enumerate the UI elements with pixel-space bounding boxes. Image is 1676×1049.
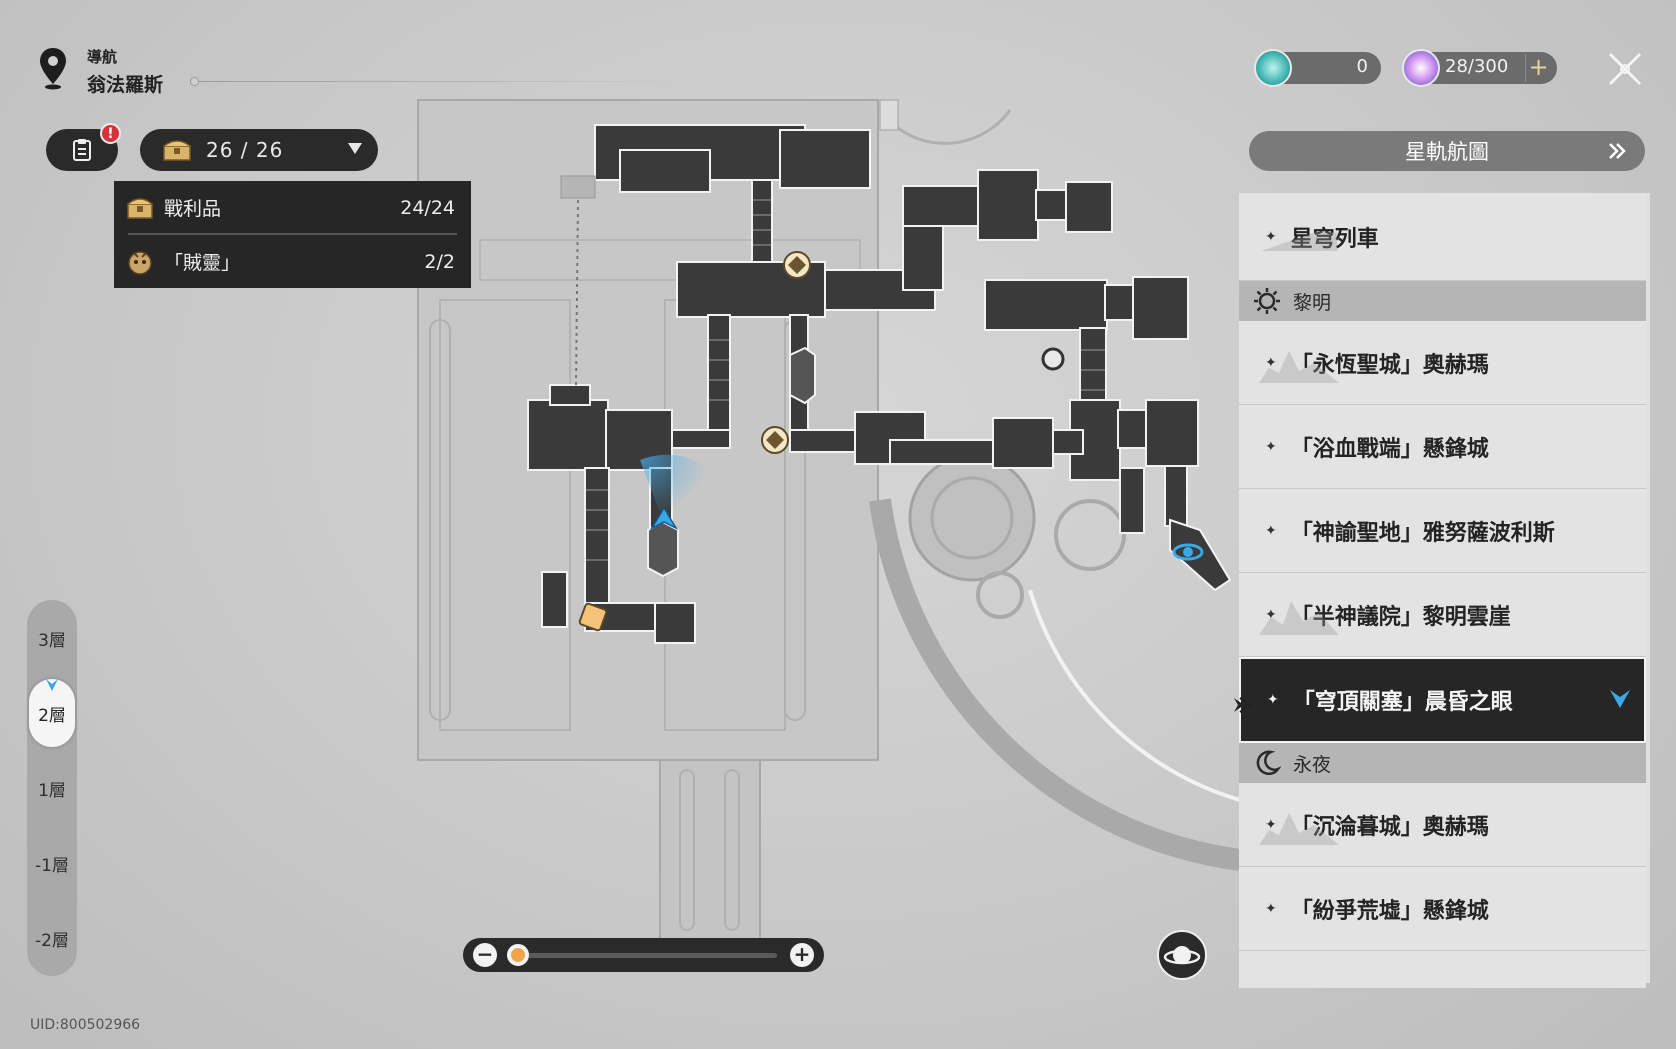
floor-option[interactable]: -1層 [35,856,69,876]
location-pin-icon [40,48,66,90]
teleport-portal-icon[interactable] [1172,543,1204,561]
selection-pointer-icon [1234,697,1252,713]
panel-scrollbar[interactable] [1646,193,1650,983]
zoom-slider[interactable]: − + [463,938,824,972]
close-icon[interactable] [1606,50,1644,88]
treasure-count: 26 / 26 [206,138,284,162]
dropdown-divider [128,233,457,235]
world-switch-button[interactable] [1157,930,1207,980]
location-item-label: 「紛爭荒墟」懸鋒城 [1290,898,1489,924]
sparkle-icon: ✦ [1265,606,1277,623]
user-id: UID:800502966 [30,1017,141,1033]
planet-icon [1163,946,1201,965]
map-vision-cone [640,454,710,520]
location-item-label: 「穹頂關塞」晨昏之眼 [1292,690,1513,715]
group-header-dawn: 黎明 [1239,281,1646,321]
zoom-handle[interactable] [507,944,529,966]
group-header-label: 黎明 [1293,291,1332,314]
player-arrow-icon [650,506,678,530]
cyan-orb-icon [1254,49,1292,87]
location-item-label: 「神諭聖地」雅努薩波利斯 [1290,520,1555,546]
sparkle-icon: ✦ [1265,438,1277,455]
floor-option[interactable]: 1層 [38,781,66,801]
map-path-line [575,199,579,386]
location-item-strife-ruins[interactable]: ✦ 「紛爭荒墟」懸鋒城 [1239,867,1646,951]
navigation-divider-dot [190,77,199,86]
location-item-label: 星穹列車 [1291,221,1379,253]
train-thumbnail-icon [1261,231,1337,251]
thief-spirit-icon [128,250,152,275]
location-item-partial [1239,951,1646,988]
double-chevron-right-icon [1609,143,1626,159]
add-currency-button[interactable]: + [1525,54,1551,82]
location-item-label: 「半神議院」黎明雲崖 [1290,604,1511,630]
zoom-track[interactable] [507,953,777,958]
location-item-label: 「浴血戰端」懸鋒城 [1290,436,1489,462]
location-item-eye-of-twilight[interactable]: ✦ 「穹頂關塞」晨昏之眼 [1239,657,1646,743]
map-rooms [527,124,1232,644]
moon-icon [1256,750,1281,776]
active-floor-label: 2層 [38,706,66,726]
treasure-chest-icon [127,197,153,219]
zoom-out-button[interactable]: − [473,943,497,967]
navigation-divider [190,81,695,82]
sparkle-icon: ✦ [1265,228,1277,245]
location-item-janusopolis[interactable]: ✦ 「神諭聖地」雅努薩波利斯 [1239,489,1646,573]
location-item-dawn-cloud-cliff[interactable]: ✦ 「半神議院」黎明雲崖 [1239,573,1646,657]
dropdown-row-loot[interactable]: 戰利品 24/24 [114,181,471,234]
floor-option[interactable]: 3層 [38,631,66,651]
sparkle-icon: ✦ [1265,354,1277,371]
floor-option[interactable]: -2層 [35,931,69,951]
zoom-in-button[interactable]: + [790,943,814,967]
treasure-counter-dropdown[interactable]: 26 / 26 [140,129,378,171]
treasure-chest-icon [163,140,191,161]
notification-badge: ! [100,123,121,144]
puzzle-marker-icon[interactable] [578,602,608,632]
space-anchor-marker-icon[interactable] [761,426,789,454]
star-rail-map-label: 星軌航圖 [1405,140,1489,164]
dropdown-row-thief-spirit[interactable]: 「賊靈」 2/2 [114,235,471,288]
sparkle-icon: ✦ [1267,692,1279,708]
location-item-label: 「永恆聖城」奧赫瑪 [1290,352,1489,378]
dropdown-row-label: 「賊靈」 [164,252,241,274]
location-item-castrum-kremnos[interactable]: ✦ 「浴血戰端」懸鋒城 [1239,405,1646,489]
map-background-structure [417,99,1242,941]
location-list-panel[interactable]: ✦ 星穹列車 黎明 ✦ 「永恆聖城」奧赫瑪 ✦ 「浴血戰端」懸鋒城 ✦ 「神諭聖… [1239,193,1646,988]
waypoint-ring-icon[interactable] [1041,347,1065,371]
treasure-dropdown-panel: 戰利品 24/24 「賊靈」 2/2 [114,181,471,288]
sparkle-icon: ✦ [1265,522,1277,539]
dropdown-row-label: 戰利品 [164,198,222,220]
current-location: 翁法羅斯 [87,74,164,96]
sparkle-icon: ✦ [1265,900,1277,917]
city-thumbnail-icon [1259,813,1339,845]
map-octagon-room [789,346,816,405]
space-anchor-marker-icon[interactable] [783,251,811,279]
navigation-label: 導航 [87,48,118,66]
dropdown-row-count: 24/24 [400,196,455,219]
currency-primary-value: 0 [1356,56,1368,77]
map-octagon-room [647,520,679,578]
currency-secondary-value: 28/300 [1445,56,1509,77]
map-teleport-pad [560,175,596,199]
city-thumbnail-icon [1259,351,1339,383]
player-floor-marker-icon [46,679,58,691]
location-item-astral-express[interactable]: ✦ 星穹列車 [1239,193,1646,281]
city-thumbnail-icon [1259,601,1339,635]
location-item-label: 「沉淪暮城」奧赫瑪 [1290,814,1489,840]
current-location-chevron-icon [1610,690,1630,708]
purple-orb-icon [1402,49,1440,87]
group-header-label: 永夜 [1293,753,1332,776]
dropdown-arrow-icon [348,143,362,154]
location-item-sunken-okhema[interactable]: ✦ 「沉淪暮城」奧赫瑪 [1239,783,1646,867]
sparkle-icon: ✦ [1265,816,1277,833]
sun-icon [1254,288,1280,314]
group-header-eternal-night: 永夜 [1239,743,1646,783]
clipboard-icon [73,139,91,161]
floor-selector: 3層 1層 -1層 -2層 [27,600,77,976]
dropdown-row-count: 2/2 [424,250,455,273]
star-rail-map-button[interactable]: 星軌航圖 [1249,131,1645,171]
location-item-okhema[interactable]: ✦ 「永恆聖城」奧赫瑪 [1239,321,1646,405]
map-corridors [585,199,1106,561]
